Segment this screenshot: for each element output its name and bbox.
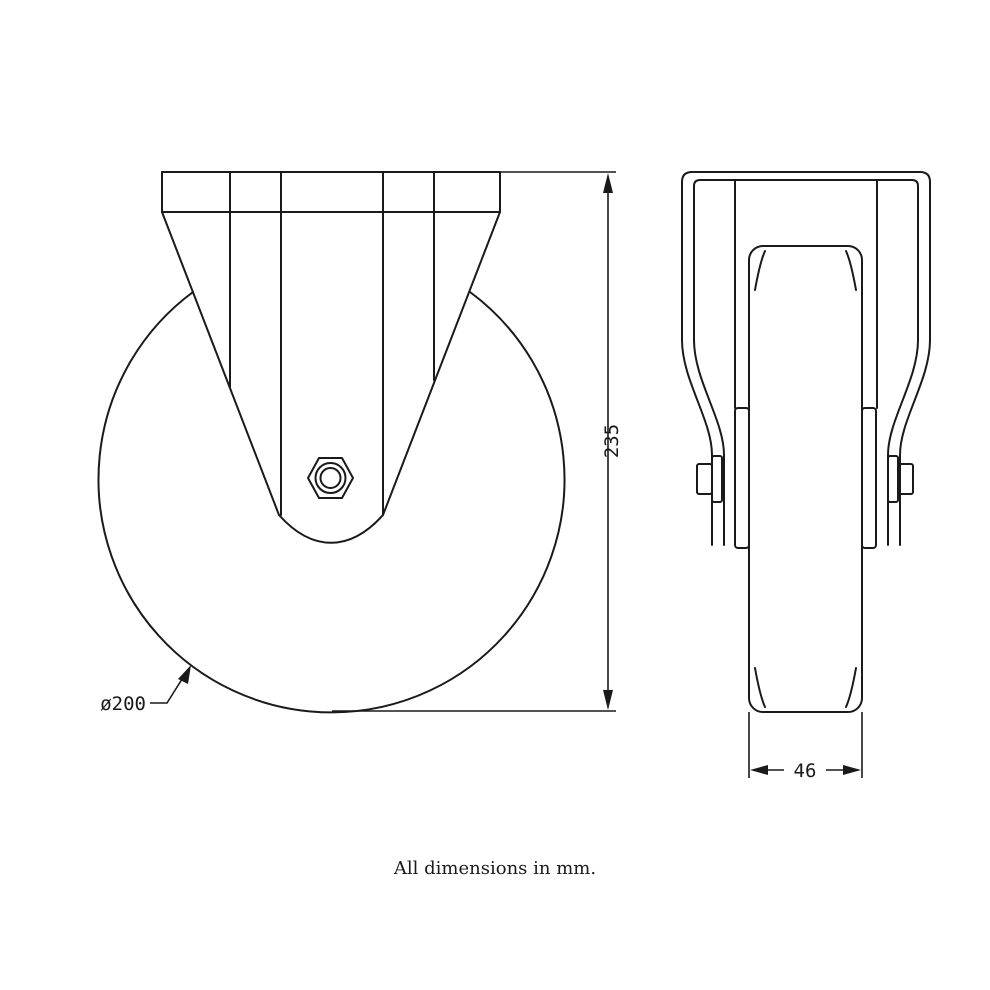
side-axle-washer-right: [887, 455, 899, 503]
height-arrow-bottom: [603, 690, 613, 710]
diameter-dimension-label: ø200: [100, 693, 146, 715]
side-bracket-inner: [693, 179, 919, 546]
side-axle-washer-left: [711, 455, 723, 503]
side-tyre-tread-top: [754, 250, 857, 291]
units-note: All dimensions in mm.: [393, 858, 597, 879]
diameter-leader-line: [150, 675, 185, 704]
side-tyre-tread-bottom: [754, 667, 857, 708]
height-arrow-top: [603, 173, 613, 193]
side-tyre: [748, 245, 863, 713]
axle-nut-hexagon: [307, 457, 354, 499]
width-arrow-right: [843, 765, 861, 775]
width-arrow-left: [750, 765, 768, 775]
axle-bolt: [319, 467, 342, 489]
width-dimension-label: 46: [794, 760, 817, 782]
side-view: 46: [681, 171, 931, 782]
axle-nut-washer: [314, 462, 347, 494]
wheel-outline: [97, 291, 566, 714]
diameter-leader-arrow: [178, 665, 191, 684]
front-view: ø200 235: [97, 171, 623, 715]
side-bracket-outer: [681, 171, 931, 546]
side-axle-nut-right: [897, 463, 914, 495]
side-hub-left: [734, 407, 750, 549]
side-hub-right: [861, 407, 877, 549]
side-axle-nut-left: [696, 463, 713, 495]
height-dimension-label: 235: [601, 424, 623, 458]
